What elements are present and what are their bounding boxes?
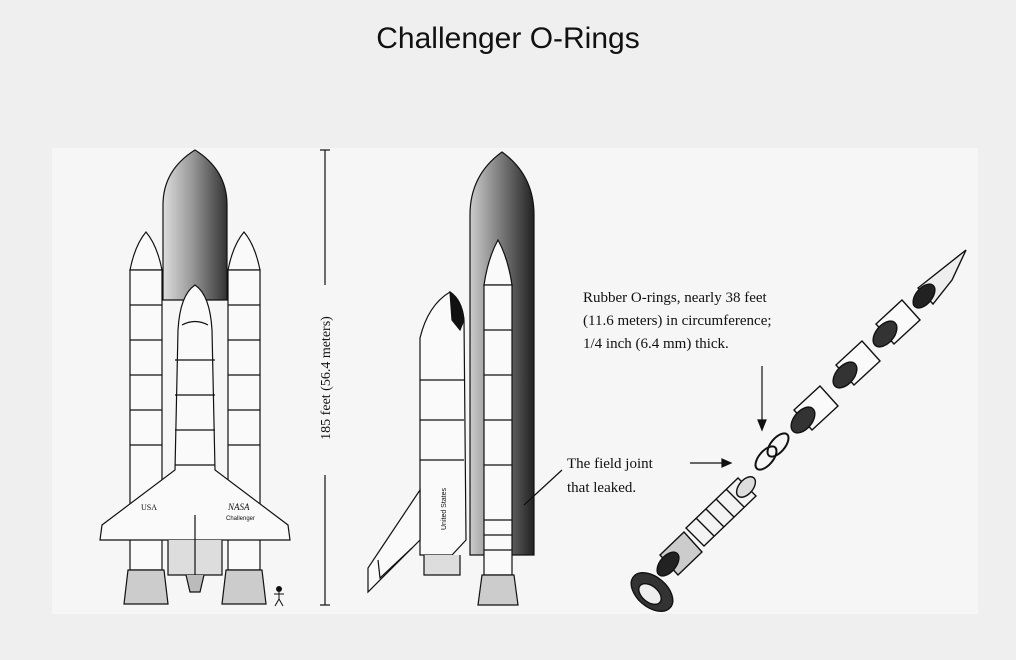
booster-aft-skirt xyxy=(656,530,703,577)
field-joint-callout-line-1: The field joint xyxy=(567,456,654,472)
page-title: Challenger O-Rings xyxy=(376,22,640,55)
o-ring-callout-line-3: 1/4 inch (6.4 mm) thick. xyxy=(583,336,729,352)
field-joint-arrow xyxy=(690,458,733,468)
o-ring-callout-line-1: Rubber O-rings, nearly 38 feet xyxy=(583,290,768,306)
orbiter-side-name-label: United States xyxy=(441,487,448,530)
booster-side xyxy=(477,238,519,606)
field-joint-callout: The field joint that leaked. xyxy=(567,456,654,496)
booster-segment-1 xyxy=(872,299,921,348)
orbiter-nasa-label: NASA xyxy=(227,502,250,512)
o-ring-callout-line-2: (11.6 meters) in circumference; xyxy=(583,313,772,329)
o-rings xyxy=(754,432,790,471)
external-tank-front xyxy=(162,149,228,301)
front-view-shuttle xyxy=(99,149,291,607)
right-booster-front xyxy=(221,231,267,605)
booster-segment-3 xyxy=(790,385,839,434)
field-joint-pointer xyxy=(523,469,563,506)
left-booster-front xyxy=(123,231,169,605)
orbiter-front xyxy=(99,284,291,593)
field-joint-callout-line-2: that leaked. xyxy=(567,480,636,496)
height-label: 185 feet (56.4 meters) xyxy=(319,316,334,440)
booster-aft-segment xyxy=(685,476,757,547)
o-ring-callout: Rubber O-rings, nearly 38 feet (11.6 met… xyxy=(583,290,772,352)
orbiter-usa-label: USA xyxy=(141,503,157,512)
o-ring-lower xyxy=(754,445,778,471)
booster-nozzle xyxy=(630,572,674,612)
booster-nose-cone xyxy=(912,249,967,309)
human-scale-figure xyxy=(274,586,284,607)
booster-segment-2 xyxy=(832,340,881,389)
o-ring-pointer xyxy=(757,366,767,432)
orbiter-name-label: Challenger xyxy=(226,516,255,522)
side-view-shuttle xyxy=(367,151,535,606)
exploded-booster xyxy=(630,249,967,612)
orbiter-side xyxy=(367,290,467,594)
o-ring-upper xyxy=(766,432,790,458)
